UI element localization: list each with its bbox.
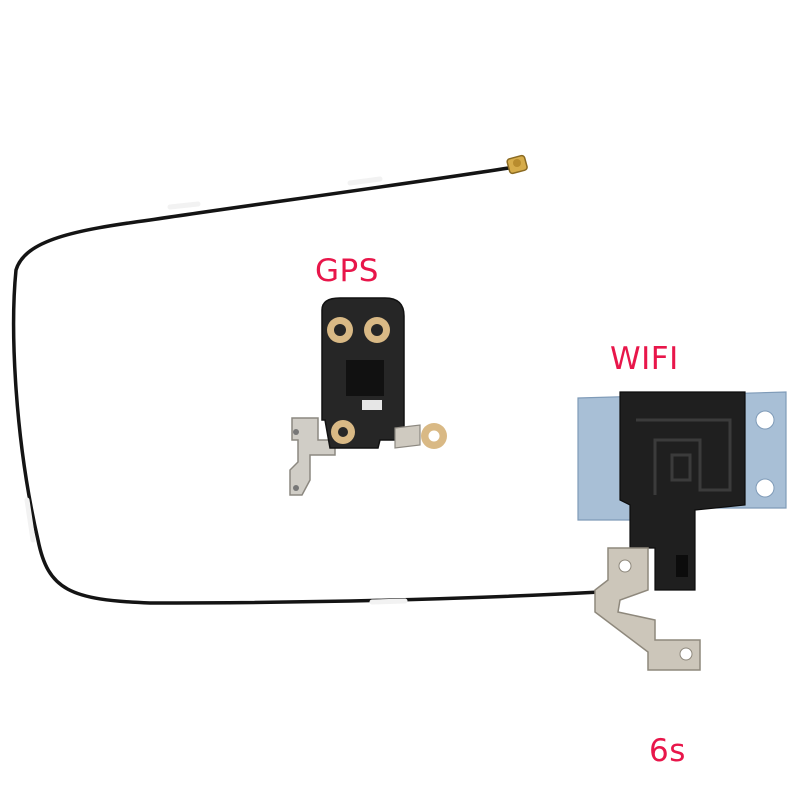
cable-wire [11, 163, 602, 605]
cable-markers [24, 176, 408, 605]
wifi-label: WIFI [610, 341, 679, 377]
wifi-antenna [577, 391, 787, 671]
wifi-connector-slot [676, 555, 688, 577]
wifi-black-flex [619, 391, 746, 591]
wifi-metal-bracket [594, 547, 701, 671]
gps-bracket [289, 297, 447, 496]
gps-white-pad [362, 400, 382, 410]
antenna-cable [11, 154, 602, 605]
gps-gold-pads [327, 317, 390, 444]
wifi-traces [636, 418, 732, 495]
model-label: 6s [649, 733, 686, 769]
ufl-connector [506, 154, 528, 175]
gps-side-lug [394, 424, 421, 449]
gps-label: GPS [315, 253, 379, 289]
gps-metal-tab [289, 417, 336, 496]
gps-recess [346, 360, 384, 396]
